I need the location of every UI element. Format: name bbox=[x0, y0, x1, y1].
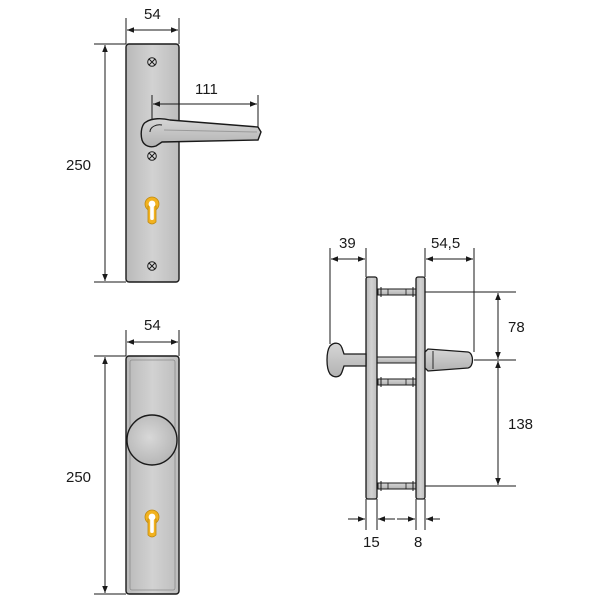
label-side-door-gap: 8 bbox=[414, 534, 423, 551]
screw-icon bbox=[147, 261, 157, 271]
spacer-rod-bottom bbox=[377, 481, 417, 491]
label-side-distance-upper: 78 bbox=[508, 319, 525, 336]
label-lever-projection: 111 bbox=[195, 81, 218, 98]
side-plate-left bbox=[365, 276, 378, 500]
keyhole-icon bbox=[144, 196, 160, 225]
label-lever-plate-height: 250 bbox=[66, 157, 92, 174]
door-knob bbox=[126, 414, 178, 466]
lever-plate-front-view bbox=[125, 43, 262, 283]
side-lever bbox=[424, 348, 474, 372]
dim-lever-plate-width bbox=[125, 18, 180, 44]
knob-backplate bbox=[125, 355, 180, 595]
screw-icon bbox=[147, 57, 157, 67]
spacer-rod-top bbox=[377, 287, 417, 297]
label-side-plate-thickness: 15 bbox=[363, 534, 380, 551]
label-side-distance-lower: 138 bbox=[508, 416, 534, 433]
dim-side-bottom bbox=[348, 499, 440, 530]
label-knob-plate-height: 250 bbox=[66, 469, 92, 486]
label-side-lever-projection: 54,5 bbox=[431, 235, 461, 252]
dim-side-lever-projection bbox=[424, 248, 475, 352]
side-view bbox=[326, 276, 474, 500]
keyhole-icon bbox=[144, 509, 160, 538]
dim-knob-plate-width bbox=[125, 330, 180, 356]
lever-handle bbox=[140, 117, 262, 148]
screw-icon bbox=[147, 151, 157, 161]
dim-knob-plate-height bbox=[94, 355, 126, 595]
dim-side-knob-projection bbox=[329, 248, 367, 344]
label-lever-plate-width: 54 bbox=[144, 6, 161, 23]
dim-lever-projection bbox=[151, 95, 259, 127]
spacer-rod-middle bbox=[377, 377, 417, 387]
side-knob bbox=[326, 342, 367, 378]
label-side-knob-projection: 39 bbox=[339, 235, 356, 252]
knob-plate-front-view bbox=[125, 355, 180, 595]
lever-backplate bbox=[125, 43, 180, 283]
dim-lever-plate-height bbox=[94, 43, 126, 283]
side-plate-right bbox=[415, 276, 426, 500]
label-knob-plate-width: 54 bbox=[144, 317, 161, 334]
dim-side-vertical bbox=[425, 291, 516, 487]
